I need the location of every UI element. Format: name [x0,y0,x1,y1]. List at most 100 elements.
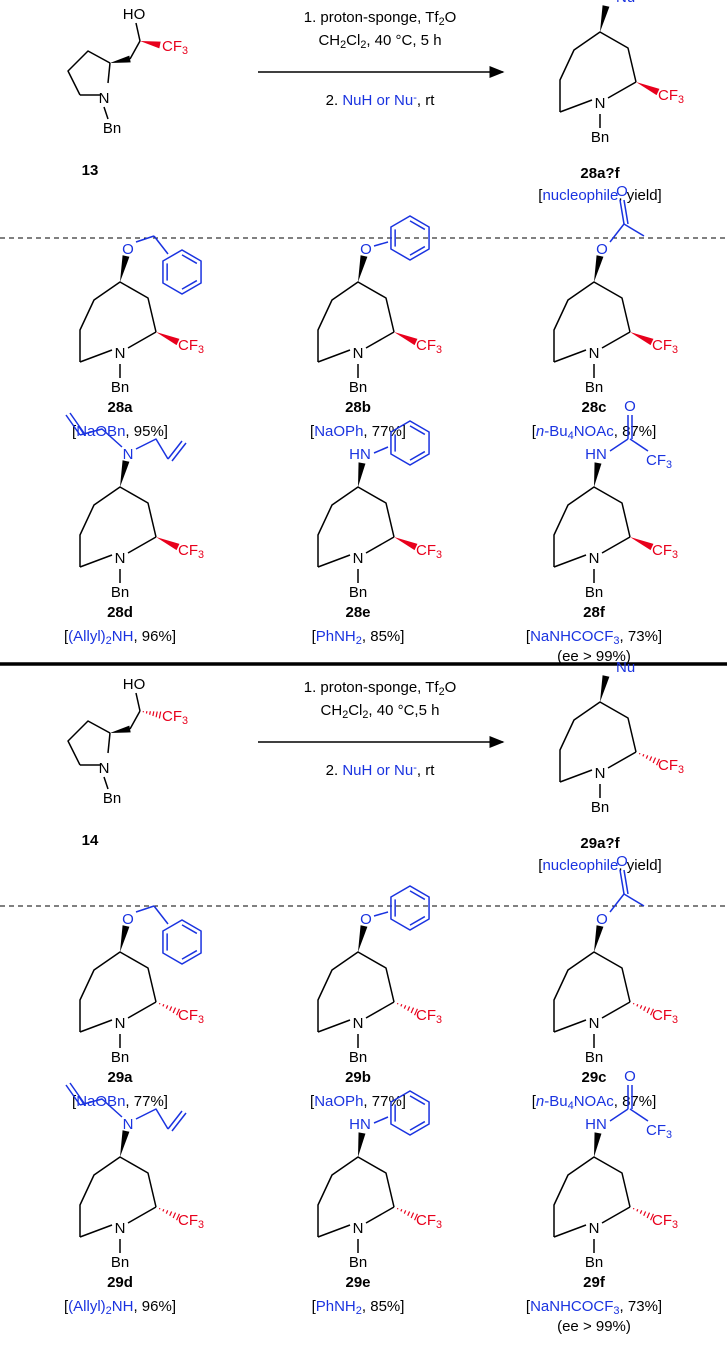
scheme-top-product-nu-label: Nu [616,0,635,6]
scheme-bottom-product-n-atom: N [595,765,606,782]
cmpd-29c-bond-c-n [602,1002,630,1018]
scheme-bottom-product-bracket: [nucleophile, yield] [538,857,661,874]
cmpd-29a-o-atom: O [122,911,134,928]
cmpd-29f-reagent-yield: [NaNHCOCF3, 73%] [526,1298,662,1317]
cmpd-28d-bond-n-c [80,555,112,567]
cmpd-28d-cf3-group: CF3 [178,542,204,561]
cmpd-28d-allyl-chain-2 [136,439,168,459]
scheme-top-sm-pyrrolidine-bonds [68,51,110,95]
cmpd-28c-o-co-bond [610,224,624,242]
cmpd-28e-cf3-group: CF3 [416,542,442,561]
cmpd-29d-bond-n-c [80,1225,112,1237]
cmpd-29f-cf3-group: CF3 [652,1212,678,1231]
cmpd-28f-nh-wedge-bond [594,462,601,487]
cmpd-29b-bn-group: Bn [349,1049,367,1066]
cmpd-28b-cf3-group: CF3 [416,337,442,356]
scheme-bottom-step2-text: 2. NuH or Nu-, rt [326,762,436,779]
cmpd-28a-o-atom: O [122,241,134,258]
cmpd-28c-carbonyl-o-atom: O [616,183,628,200]
cmpd-28f-n-atom: N [589,550,600,567]
cmpd-29f-bn-group: Bn [585,1254,603,1271]
cmpd-29a-bn-group: Bn [111,1049,129,1066]
scheme-bottom-sm-bn-group: Bn [103,790,121,807]
cmpd-28a-reagent-yield: [NaOBn, 95%] [72,423,168,440]
cmpd-28e-compound-label: 28e [345,604,370,621]
cmpd-28a-o-wedge-bond [120,255,129,282]
cmpd-29b-o-atom: O [360,911,372,928]
scheme-bottom-product-bond-n-c [560,770,592,782]
cmpd-29a-cf3-hash-bond [159,1003,179,1015]
cmpd-28c-bn-group: Bn [585,379,603,396]
cmpd-29e-cf3-group: CF3 [416,1212,442,1231]
cmpd-28e-hn-atom: HN [349,446,371,463]
cmpd-29d-compound-label: 29d [107,1274,133,1291]
cmpd-28f-cf3-group: CF3 [652,542,678,561]
cmpd-29a-ch2-bond [136,906,154,912]
cmpd-29c-bond-n-c [554,1020,586,1032]
cmpd-28b-cf3-wedge-bond [394,332,417,345]
cmpd-28f-c-cf3-bond [630,439,648,451]
cmpd-29b-cf3-group: CF3 [416,1007,442,1026]
cmpd-29a-bond-c-n [128,1002,156,1018]
cmpd-29f-bond-c-n [602,1207,630,1223]
scheme-top-product-cf3-group: CF3 [658,87,684,106]
cmpd-28b-bn-group: Bn [349,379,367,396]
scheme-bottom-sm-n-bn-bond [104,777,108,789]
cmpd-28d-bond-c-n [128,537,156,553]
cmpd-29b-bond-c-n [366,1002,394,1018]
scheme-top-sm-ring-c-n-2 [108,63,110,83]
cmpd-28e-bond-n-c [318,555,350,567]
cmpd-29c-carbonyl-o-atom: O [616,853,628,870]
scheme-bottom-sm-cf3-hash-bond [143,711,160,718]
cmpd-29b-o-ph-bond [374,912,388,916]
cmpd-29c-n-atom: N [589,1015,600,1032]
cmpd-29e-reagent-yield: [PhNH2, 85%] [312,1298,405,1317]
cmpd-29f-compound-label: 29f [583,1274,606,1291]
cmpd-28c-bond-n-c [554,350,586,362]
cmpd-28f-bond-n-c [554,555,586,567]
cmpd-28c-o-atom: O [596,241,608,258]
scheme-top-product-bond-n-c [560,100,592,112]
cmpd-28a-bond-c-n [128,332,156,348]
scheme-bottom-sm-ch2-bond [130,711,140,729]
cmpd-29f-bond-n-c [554,1225,586,1237]
cmpd-28e-n-atom: N [353,550,364,567]
cmpd-29f-n-atom: N [589,1220,600,1237]
cmpd-29d-reagent-yield: [(Allyl)2NH, 96%] [64,1298,176,1317]
cmpd-28a-ch2-ph-bond [154,236,168,254]
scheme-bottom-product-nu-wedge-bond [600,675,609,702]
cmpd-28e-bond-c-n [366,537,394,553]
cmpd-29c-o-atom: O [596,911,608,928]
scheme-top-sm-cf3-group: CF3 [162,38,188,57]
scheme-top-step1-text: 1. proton-sponge, Tf2O [304,9,457,28]
cmpd-29c-cf3-hash-bond [633,1003,653,1015]
cmpd-28b-o-ph-bond [374,242,388,246]
scheme-bottom-sm-side-wedge-bond [110,726,131,733]
cmpd-28d-cf3-wedge-bond [156,537,179,550]
cmpd-29f-cf3-hash-bond [633,1208,653,1220]
cmpd-28f-nh-co-bond [610,439,628,451]
cmpd-29d-cf3-group: CF3 [178,1212,204,1231]
scheme-bottom-sm-pyrrolidine-bonds [68,721,110,765]
scheme-top-product-bn-group: Bn [591,129,609,146]
scheme-top-product-bracket: [nucleophile, yield] [538,187,661,204]
cmpd-28d-n-atom: N [115,550,126,567]
cmpd-28d-n-wedge-bond [120,460,129,487]
cmpd-28f-reagent-yield: [NaNHCOCF3, 73%] [526,628,662,647]
cmpd-29f-c-cf3-bond [630,1109,648,1121]
scheme-top-product-nu-wedge-bond [600,5,609,32]
cmpd-28f-hn-atom: HN [585,446,607,463]
cmpd-28d-reagent-yield: [(Allyl)2NH, 96%] [64,628,176,647]
cmpd-28b-o-atom: O [360,241,372,258]
cmpd-29a-phenyl-ring [163,920,201,964]
cmpd-29a-ch2-ph-bond [154,906,168,924]
scheme-top-product-label: 28a?f [580,165,620,182]
cmpd-29b-cf3-hash-bond [397,1003,417,1015]
cmpd-29d-n-wedge-bond [120,1130,129,1157]
cmpd-29d-n-substituent-atom: N [123,1116,134,1133]
cmpd-29d-n-atom: N [115,1220,126,1237]
scheme-top-sm-ho-group: HO [123,6,146,23]
cmpd-29e-cf3-hash-bond [397,1208,417,1220]
cmpd-28c-o-wedge-bond [594,255,603,282]
cmpd-28b-compound-label: 28b [345,399,371,416]
